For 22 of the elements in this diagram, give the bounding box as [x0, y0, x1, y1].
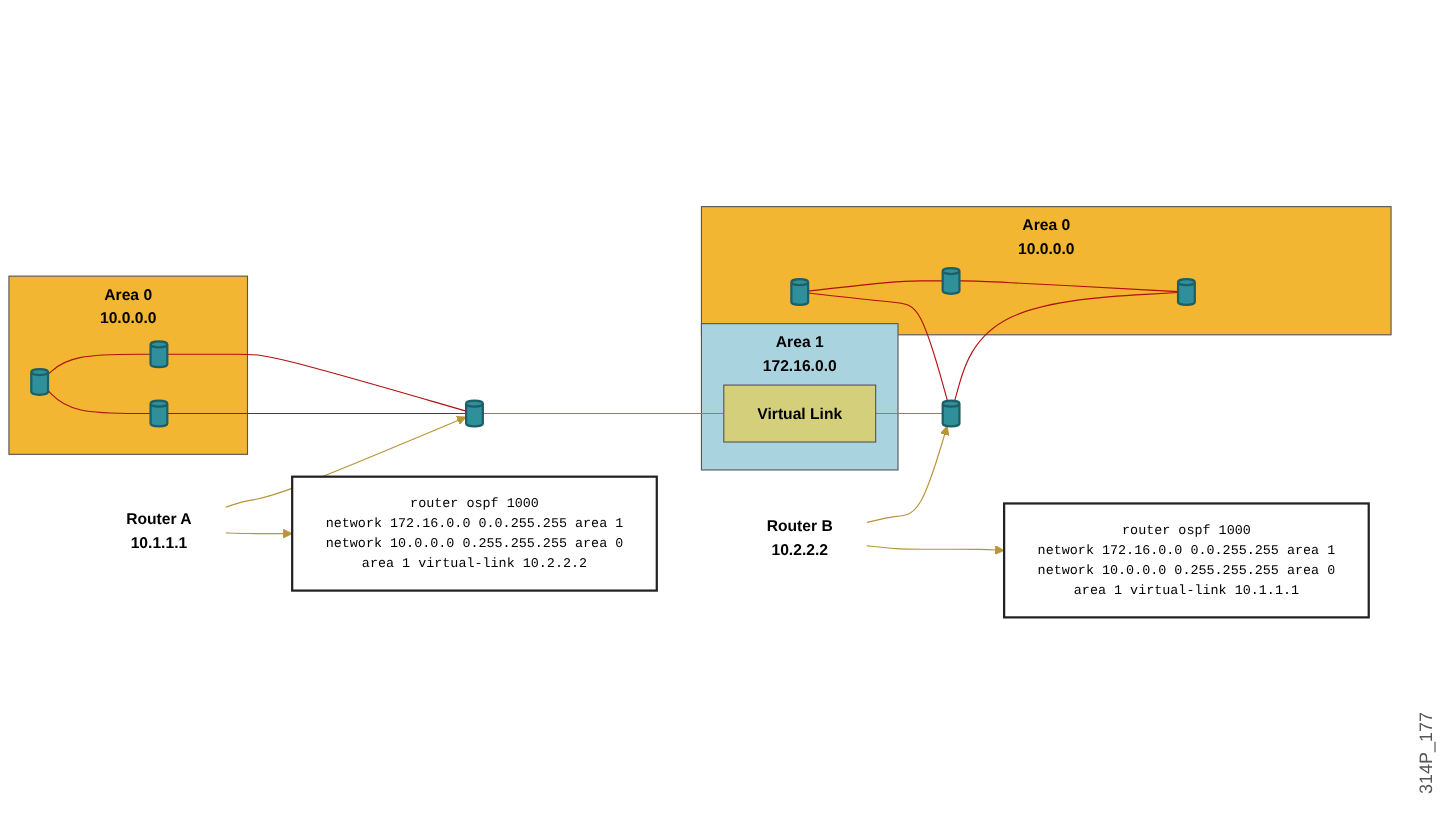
arrow: [224, 528, 293, 539]
node-cylinder: [941, 399, 961, 428]
connector: [875, 413, 944, 415]
connector: [47, 390, 152, 415]
figure-code: 314P_177: [1416, 711, 1436, 794]
node-cylinder: [149, 399, 169, 428]
connector: [954, 292, 1179, 402]
node-cylinder: [941, 266, 961, 295]
connector: [166, 413, 467, 415]
arrow: [865, 425, 950, 524]
connector: [807, 280, 944, 292]
connector: [807, 292, 949, 402]
node-cylinder: [790, 278, 810, 307]
connector: [482, 413, 725, 415]
connector: [166, 353, 467, 412]
node-cylinder: [30, 368, 50, 396]
node-cylinder: [465, 399, 484, 428]
connector: [958, 280, 1179, 293]
node-cylinder: [149, 340, 169, 369]
node-cylinder: [1176, 278, 1196, 307]
arrow: [865, 545, 1005, 555]
connector: [47, 353, 152, 375]
